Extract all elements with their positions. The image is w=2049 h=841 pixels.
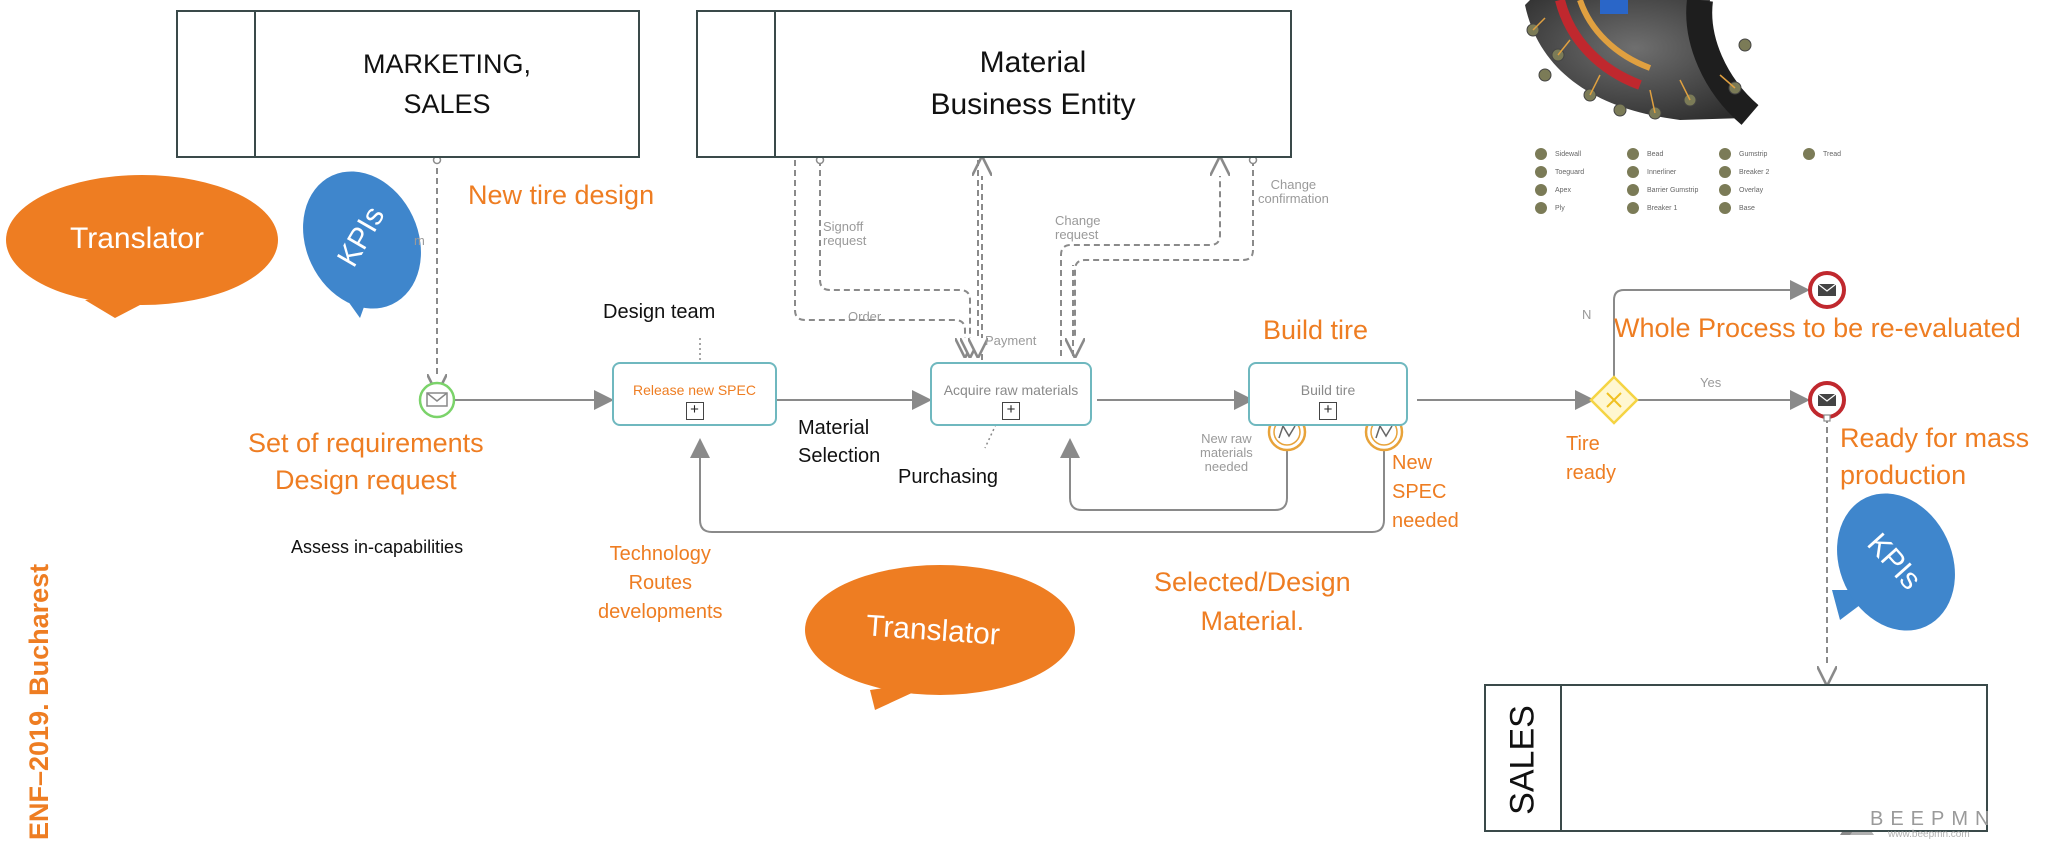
start-message-event[interactable] [418, 381, 456, 419]
label-tire-ready: Tire ready [1566, 433, 1617, 484]
exclusive-gateway[interactable] [1589, 375, 1639, 425]
legend-dot-icon [1535, 166, 1547, 178]
flow-label-signoff: Signoff request [823, 219, 867, 248]
task-acquire-raw-materials[interactable]: Acquire raw materials + [930, 362, 1092, 426]
legend-item: Ply [1535, 202, 1565, 214]
flow-label-new-raw: New raw materials needed [1200, 431, 1253, 474]
pool-material-title: Material Business Entity [930, 46, 1136, 121]
label-technology-routes: Technology Routes developments [598, 543, 723, 623]
legend-item: Base [1719, 202, 1755, 214]
label-purchasing: Purchasing [898, 466, 999, 488]
legend-item: Tread [1803, 148, 1841, 160]
end-event-ready[interactable] [1808, 381, 1846, 419]
legend-dot-icon [1627, 148, 1639, 160]
flow-label-order: Order [848, 309, 882, 324]
pool-marketing-title: MARKETING, SALES [362, 49, 531, 119]
legend-item: Innerliner [1627, 166, 1676, 178]
legend-item: Bead [1627, 148, 1663, 160]
task-build-tire[interactable]: Build tire + [1248, 362, 1408, 426]
pool-lane-header [698, 12, 776, 156]
pool-lane-header [178, 12, 256, 156]
flow-label-payment: Payment [985, 333, 1037, 348]
legend-dot-icon [1719, 166, 1731, 178]
beepmn-watermark: BEEPMN [1870, 808, 1997, 830]
label-whole-process: Whole Process to be re-evaluated [1614, 313, 2021, 343]
kpis-bubble-1 [303, 171, 421, 318]
flow-label-change-confirmation: Change confirmation [1258, 177, 1329, 206]
pool-sales[interactable]: SALES [1484, 684, 1988, 832]
legend-dot-icon [1627, 166, 1639, 178]
label-build-tire: Build tire [1263, 315, 1369, 345]
legend-dot-icon [1719, 202, 1731, 214]
pool-lane-header [1486, 686, 1562, 830]
legend-item: Breaker 1 [1627, 202, 1677, 214]
legend-dot-icon [1719, 184, 1731, 196]
task-release-label: Release new SPEC [633, 382, 756, 398]
flow-label-change-request: Change request [1055, 213, 1101, 242]
label-assess-capabilities: Assess in-capabilities [291, 537, 464, 557]
flow-label-n: N [1582, 307, 1592, 322]
legend-dot-icon [1627, 184, 1639, 196]
beepmn-url: www.beepmn.com [1888, 829, 1970, 840]
translator-bubble-1 [6, 175, 278, 318]
subprocess-expand-icon[interactable]: + [1002, 402, 1020, 420]
label-new-tire-design: New tire design [468, 180, 655, 210]
task-acquire-label: Acquire raw materials [943, 382, 1079, 398]
legend-dot-icon [1627, 202, 1639, 214]
subprocess-expand-icon[interactable]: + [1319, 402, 1337, 420]
legend-item: Sidewall [1535, 148, 1581, 160]
task-build-label: Build tire [1300, 382, 1356, 398]
legend-dot-icon [1719, 148, 1731, 160]
legend-item: Apex [1535, 184, 1571, 196]
task-release-new-spec[interactable]: Release new SPEC + [612, 362, 777, 426]
flow-label-yes: Yes [1700, 375, 1722, 390]
pool-sales-title: SALES [1503, 705, 1542, 815]
legend-dot-icon [1803, 148, 1815, 160]
legend-dot-icon [1535, 148, 1547, 160]
pool-marketing-sales[interactable]: MARKETING, SALES [176, 10, 640, 158]
legend-dot-icon [1535, 202, 1547, 214]
pool-material-business-entity[interactable]: Material Business Entity [696, 10, 1292, 158]
label-design-team: Design team [603, 301, 716, 323]
flow-label-m: m [414, 233, 425, 248]
legend-item: Breaker 2 [1719, 166, 1769, 178]
legend-item: Toeguard [1535, 166, 1584, 178]
translator-text-1: Translator [70, 222, 204, 255]
legend-item: Barrier Gumstrip [1627, 184, 1698, 196]
end-event-reevaluate[interactable] [1808, 271, 1846, 309]
label-material-selection: Material Selection [798, 417, 881, 467]
label-ready-mass-production: Ready for mass production [1840, 423, 2030, 490]
legend-dot-icon [1535, 184, 1547, 196]
subprocess-expand-icon[interactable]: + [685, 402, 704, 420]
legend-item: Gumstrip [1719, 148, 1767, 160]
tire-cross-section-image [1525, 0, 1759, 125]
label-set-of-requirements: Set of requirements Design request [248, 428, 484, 495]
label-selected-design-material: Selected/Design Material. [1154, 567, 1351, 636]
translator-bubble-2 [805, 565, 1075, 710]
kpis-bubble-2 [1832, 493, 1955, 631]
label-new-spec-needed: New SPEC needed [1392, 452, 1459, 532]
event-side-label: ENF–2019. Bucharest [24, 563, 54, 840]
legend-item: Overlay [1719, 184, 1763, 196]
